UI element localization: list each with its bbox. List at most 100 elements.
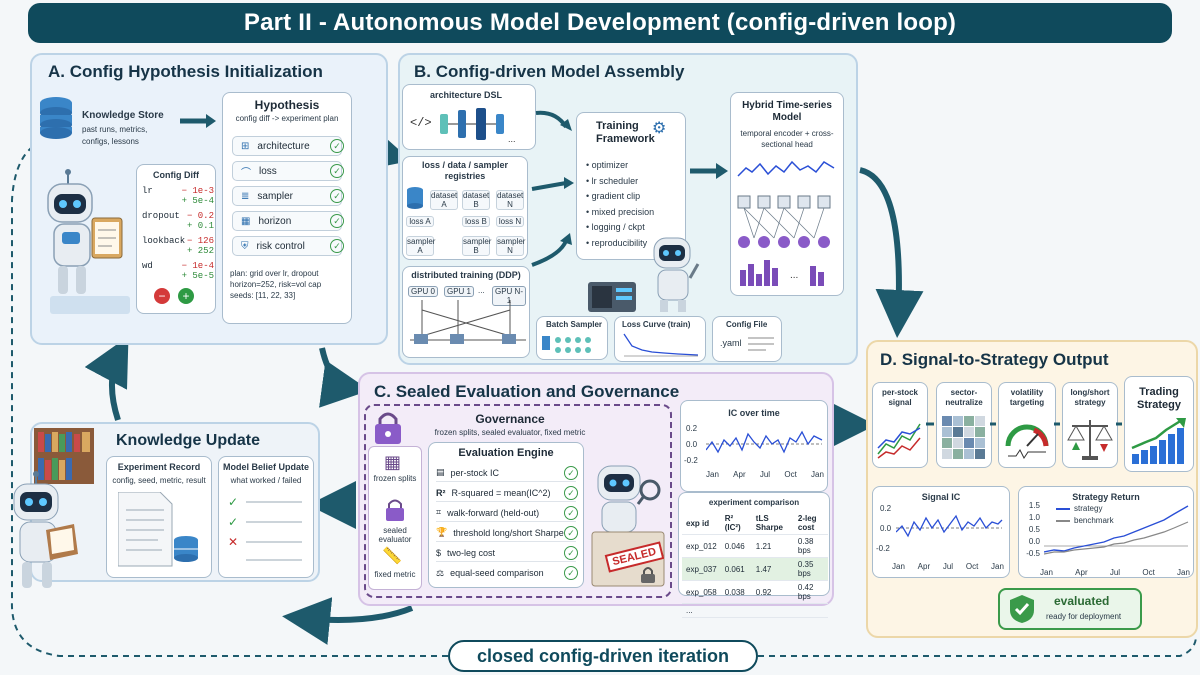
config-file-ext: .yaml [720,338,742,348]
table-cell: exp_037 [682,557,721,581]
lines-icon [748,337,774,351]
framework-item: • reproducibility [586,237,648,248]
padlock-icon [640,566,656,589]
table-cell: 0.35 bps [793,557,828,581]
table-header: tLS Sharpe [751,512,794,535]
scales-icon [1067,420,1113,460]
signal-ic-card [872,486,1010,578]
registry-dataset[interactable]: dataset N [496,190,524,210]
table-cell [720,603,752,618]
hypothesis-items: ⊞architecture ✓ ⌒loss ✓ ≣sampler ✓ ▦hori… [222,92,352,324]
document-icon [117,491,202,573]
registry-loss[interactable]: loss B [462,216,490,227]
database-icon [38,96,74,145]
chart-icon: ▤ [436,467,445,477]
diff-plus: + 0.1 [186,221,214,231]
diff-row: lookback− 126 [142,236,214,246]
registry-sampler[interactable]: sampler N [496,236,526,256]
diff-row: wd− 1e-4 [142,261,214,271]
check-icon: ✓ [330,164,344,178]
side-label: fixed metric [374,570,416,579]
add-icon[interactable]: + [178,288,194,304]
framework-item-label: reproducibility [591,237,648,248]
belief-update-title: Model Belief Update [222,462,309,472]
registries-title: loss / data / sampler registries [421,160,509,181]
diff-row: lr − 1e-3 [142,186,214,196]
check-icon: ✓ [564,506,578,520]
hypothesis-item-architecture[interactable]: ⊞architecture [232,136,342,156]
table-cell: exp_012 [682,534,721,558]
shield-check-icon [1008,594,1036,629]
framework-item-label: gradient clip [591,191,641,201]
robot-illustration [40,168,136,323]
knowledge-store-text: past runs, metrics, configs, lessons [82,125,148,146]
belief-update-card [218,456,314,578]
strategy-x-label: Apr [1075,568,1088,577]
strategy-y-label: 0.5 [1028,525,1040,534]
small-database-icon [406,186,424,215]
hypothesis-item-loss[interactable]: ⌒loss [232,161,342,181]
hypothesis-item-sampler[interactable]: ≣sampler [232,186,342,206]
registry-loss[interactable]: loss A [406,216,434,227]
hypothesis-item-risk-control[interactable]: ⛨risk control [232,236,342,256]
ic-chart-title: IC over time [728,408,780,418]
comparison-table: exp id R² (IC²) tLS Sharpe 2-leg cost ex… [682,512,828,618]
framework-item: • logging / ckpt [586,222,645,232]
evaluation-engine-title: Evaluation Engine [458,447,554,459]
batch-dots-icon [542,334,604,361]
strategy-return-title: Strategy Return [1072,492,1140,502]
hypothesis-item-horizon[interactable]: ▦horizon [232,211,342,231]
gauge-icon [1005,424,1049,459]
belief-checklist-icon: ✓ ✓ ✕ [228,494,308,571]
scale-icon: ⚖ [436,567,445,578]
table-cell: 0.046 [720,534,752,558]
lock-icon [372,410,404,451]
registry-dataset[interactable]: dataset B [462,190,490,210]
hierarchy-icon: ⊞ [241,140,250,152]
gpu-box: GPU N-1 [492,286,526,306]
table-row: ... [682,603,828,618]
registry-dataset[interactable]: dataset A [430,190,458,210]
check-icon: ✓ [330,189,344,203]
svg-text:✓: ✓ [228,495,238,509]
governance-frame [364,404,672,598]
svg-text:✓: ✓ [228,515,238,529]
table-cell: exp_058 [682,580,721,604]
strategy-y-label: 0.0 [1028,537,1040,546]
framework-item-label: mixed precision [591,206,655,217]
diff-row: dropout− 0.2 [142,211,214,221]
diff-plus: + 5e-4 [181,196,214,206]
diff-minus: − 1e-3 [181,186,214,196]
svg-text:✕: ✕ [228,535,238,549]
strategy-y-label: -0.5 [1026,549,1040,558]
robot-inspector-illustration [588,462,670,597]
registry-sampler[interactable]: sampler B [462,236,492,256]
registry-loss[interactable]: loss N [496,216,524,227]
strategy-x-label: Jan [1177,568,1190,577]
remove-icon[interactable]: − [154,288,170,304]
diff-key: lr [142,186,153,196]
step-label: sector-neutralize [945,388,983,407]
step-arrows [926,422,1122,426]
ic-x-label: Oct [784,470,797,479]
config-diff-rows: lr − 1e-3 + 5e-4 dropout− 0.2 + 0.1 lookb… [142,186,214,281]
training-framework-items: • optimizer • lr scheduler • gradient cl… [586,158,654,251]
legend-label: benchmark [1074,516,1114,525]
gpu-box: GPU 0 [408,286,438,297]
signal-y-label: 0.0 [880,524,892,533]
item-label: horizon [258,215,292,227]
table-cell: 0.42 bps [793,580,828,604]
network-icon: </> ... [408,104,528,149]
svg-text:...: ... [790,270,798,281]
registry-sampler[interactable]: sampler A [406,236,436,256]
diff-key: lookback [142,236,186,246]
arrows-to-framework [531,110,574,267]
ic-x-label: Jan [811,470,824,479]
legend-item-benchmark: benchmark [1056,516,1114,525]
section-a-title: A. Config Hypothesis Initialization [48,62,323,81]
